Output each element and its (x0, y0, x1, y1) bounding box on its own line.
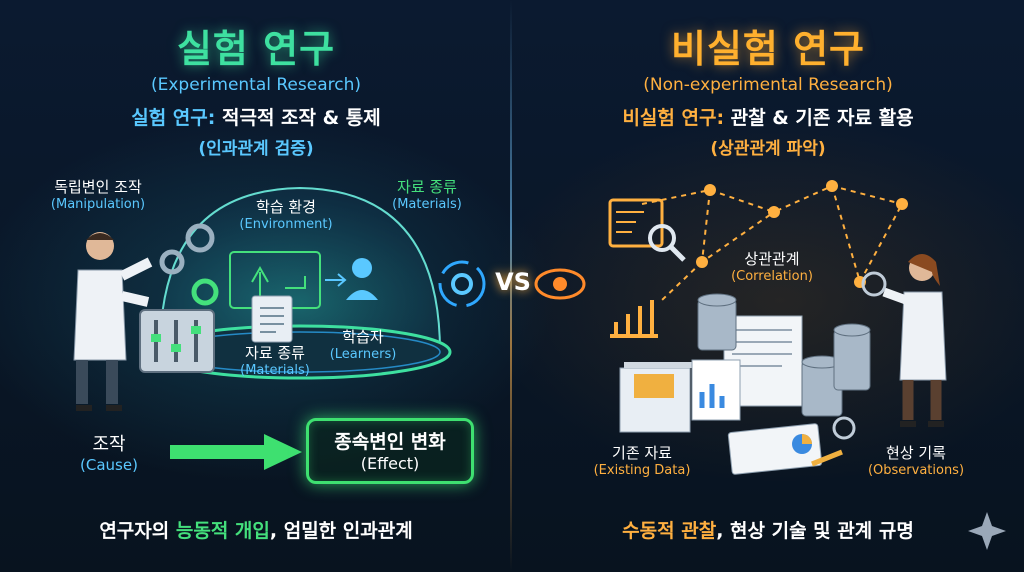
right-header: 비실험 연구 (Non-experimental Research) 비실험 연… (512, 18, 1024, 159)
observations-en: (Observations) (867, 463, 965, 478)
right-bottom-post: , 현상 기술 및 관계 규명 (716, 520, 914, 542)
materials-top-en: (Materials) (392, 197, 462, 212)
left-bottom-post: , 엄밀한 인과관계 (269, 520, 413, 542)
left-header: 실험 연구 (Experimental Research) 실험 연구: 적극적… (0, 18, 512, 159)
environment-en: (Environment) (239, 217, 333, 232)
right-bottom-caption: 수동적 관찰, 현상 기술 및 관계 규명 (512, 516, 1024, 543)
existing-ko: 기존 자료 (612, 444, 672, 462)
right-bottom-highlight: 수동적 관찰 (622, 520, 717, 542)
vs-icons (438, 260, 586, 308)
experiment-dome-illustration (73, 186, 452, 470)
environment-label: 학습 환경 (Environment) (226, 196, 346, 232)
learners-ko: 학습자 (342, 328, 384, 346)
left-subtitle-rest: 적극적 조작 & 통제 (215, 107, 381, 129)
environment-ko: 학습 환경 (256, 198, 316, 216)
observations-ko: 현상 기록 (886, 444, 946, 462)
right-title: 비실험 연구 (670, 27, 866, 71)
right-subtitle2: (상관관계 파악) (710, 139, 826, 159)
cause-label: 조작 (Cause) (64, 430, 154, 474)
vs-label: VS (495, 268, 531, 296)
right-title-en: (Non-experimental Research) (643, 75, 893, 95)
materials-top-ko: 자료 종류 (397, 178, 457, 196)
correlation-en: (Correlation) (731, 269, 813, 284)
non-experiment-illustration (608, 180, 1006, 550)
materials-ko: 자료 종류 (245, 344, 305, 362)
correlation-ko: 상관관계 (744, 250, 800, 268)
left-title: 실험 연구 (176, 27, 336, 71)
correlation-label: 상관관계 (Correlation) (712, 248, 832, 284)
left-bottom-pre: 연구자의 (99, 520, 176, 542)
right-subtitle-prefix: 비실험 연구: (622, 107, 725, 129)
manipulation-label: 독립변인 조작 (Manipulation) (28, 176, 168, 212)
left-title-en: (Experimental Research) (150, 75, 361, 95)
materials-top-label: 자료 종류 (Materials) (372, 176, 482, 212)
left-bottom-highlight: 능동적 개입 (175, 520, 270, 542)
manipulation-ko: 독립변인 조작 (54, 178, 142, 196)
cause-ko: 조작 (92, 434, 126, 455)
left-subtitle2: (인과관계 검증) (198, 139, 314, 159)
existing-data-label: 기존 자료 (Existing Data) (582, 442, 702, 478)
left-bottom-caption: 연구자의 능동적 개입, 엄밀한 인과관계 (0, 516, 512, 543)
manipulation-en: (Manipulation) (50, 197, 146, 212)
learners-en: (Learners) (329, 347, 397, 362)
effect-ko: 종속변인 변화 (334, 431, 446, 453)
effect-en: (Effect) (360, 454, 420, 473)
effect-box: 종속변인 변화 (Effect) (306, 418, 474, 484)
cause-en: (Cause) (80, 456, 138, 474)
left-subtitle: 실험 연구: 적극적 조작 & 통제 (0, 103, 512, 130)
learners-label: 학습자 (Learners) (318, 326, 408, 362)
center-divider (510, 0, 512, 572)
observations-label: 현상 기록 (Observations) (856, 442, 976, 478)
materials-en: (Materials) (240, 363, 310, 378)
left-subtitle-prefix: 실험 연구: (131, 107, 216, 129)
right-subtitle: 비실험 연구: 관찰 & 기존 자료 활용 (512, 103, 1024, 130)
materials-label: 자료 종류 (Materials) (220, 342, 330, 378)
existing-en: (Existing Data) (593, 463, 691, 478)
right-subtitle-rest: 관찰 & 기존 자료 활용 (724, 107, 914, 129)
